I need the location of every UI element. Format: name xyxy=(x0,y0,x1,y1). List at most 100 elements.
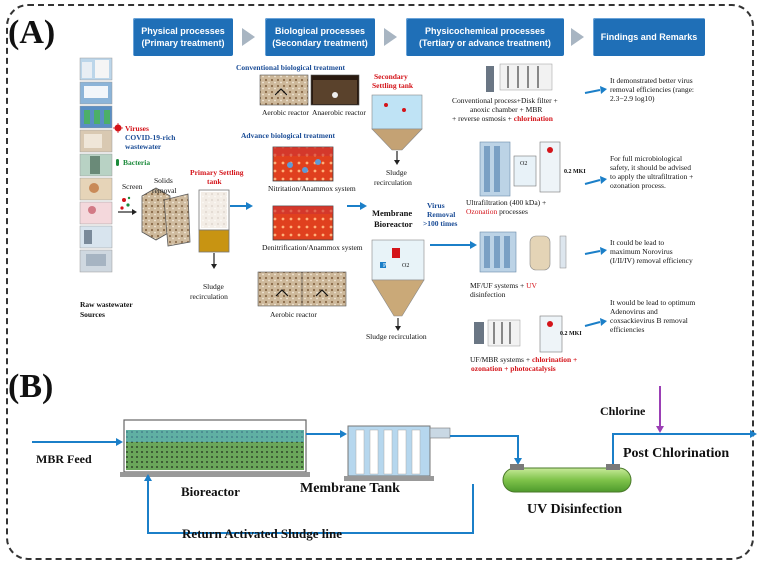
tertiary-3-uv: UV xyxy=(526,281,537,290)
step-physicochemical: Physicochemical processes (Tertiary or a… xyxy=(406,18,564,56)
finding-2-line-2: safety, it should be advised xyxy=(610,163,691,172)
tertiary-2-mki: 0.2 MKI xyxy=(564,169,586,175)
tertiary-2-ozonation: Ozonation xyxy=(466,207,498,216)
post-chlorination-label: Post Chlorination xyxy=(623,446,730,461)
viruses-label: Viruses xyxy=(125,124,149,133)
finding-4-line-3: coxsackievirus B removal xyxy=(610,316,688,325)
solids-label-1: Solids xyxy=(154,176,173,185)
uv-disinfection-unit xyxy=(502,464,632,493)
virus-removal-2: Removal xyxy=(427,210,456,219)
secondary-tank-label-1: Secondary xyxy=(374,72,408,81)
finding-1-line-2: removal efficiencies (range: xyxy=(610,85,694,94)
primary-sludge-label-2: recirculation xyxy=(190,292,228,301)
wastewater-label: wastewater xyxy=(125,142,162,151)
mbr-title-2: Bioreactor xyxy=(374,219,413,229)
mbr-o2-label: O2 xyxy=(402,263,410,269)
tertiary-4-line-1: UF/MBR systems + chlorination + xyxy=(470,355,577,364)
primary-settling-tank xyxy=(198,189,230,253)
panel-b-label: (B) xyxy=(8,368,54,405)
conventional-title: Conventional biological treatment xyxy=(236,63,346,72)
bacteria-label: Bacteria xyxy=(123,158,151,167)
raw-wastewater-photos xyxy=(79,57,113,273)
tertiary-4-line-2: ozonation + photocatalysis xyxy=(471,364,556,373)
tertiary-1-line-2: anoxic chamber + MBR xyxy=(470,105,543,114)
finding-2-line-3: to apply the ultrafiltration + xyxy=(610,172,694,181)
membrane-tank-unit xyxy=(344,425,451,481)
step-physical: Physical processes (Primary treatment) xyxy=(133,18,233,56)
primary-tank-label-2: tank xyxy=(207,177,222,186)
tertiary-1-line-3a: + reverse osmosis + xyxy=(452,114,514,123)
finding-4-line-1: It would be lead to optimum xyxy=(610,298,696,307)
tertiary-2-line-1: Ultrafiltration (400 kDa) + xyxy=(466,198,547,207)
tertiary-2-o2: O2 xyxy=(520,161,528,167)
return-sludge-line xyxy=(147,478,474,534)
covid-label: COVID-19-rich xyxy=(125,133,176,142)
chevron-right-icon xyxy=(571,28,584,46)
mbr-p-label: P xyxy=(383,263,387,269)
bacteria-icon xyxy=(116,159,119,166)
finding-2-line-1: For full microbiological xyxy=(610,154,683,163)
raw-sources-title-1: Raw wastewater xyxy=(80,300,133,309)
membrane-bioreactor xyxy=(371,239,425,317)
advance-title: Advance biological treatment xyxy=(241,131,336,140)
secondary-settling-tank xyxy=(371,94,423,151)
tertiary-2-processes: processes xyxy=(497,207,528,216)
finding-4-line-2: Adenovirus and xyxy=(610,307,658,316)
chevron-right-icon xyxy=(384,28,397,46)
tertiary-4-mki: 0.2 MKI xyxy=(560,331,582,337)
raw-sources-title-2: Sources xyxy=(80,310,105,319)
chlorine-label: Chlorine xyxy=(600,404,646,418)
conventional-reactors xyxy=(259,74,360,106)
finding-1-line-3: 2.3−2.9 log10) xyxy=(610,94,655,103)
virus-removal-3: >100 times xyxy=(423,219,458,228)
tertiary-unit-2 xyxy=(479,141,561,197)
solids-removal-unit xyxy=(163,193,191,247)
primary-sludge-label-1: Sludge xyxy=(203,282,224,291)
return-sludge-label: Return Activated Sludge line xyxy=(182,526,342,541)
solids-label-2: removal xyxy=(152,186,177,195)
chevron-right-icon xyxy=(242,28,255,46)
anaerobic-reactor-label: Anaerobic reactor xyxy=(312,108,366,117)
dashed-frame xyxy=(6,4,754,560)
step-findings: Findings and Remarks xyxy=(593,18,705,56)
denitrification-label: Denitrification/Anammox system xyxy=(262,243,363,252)
tertiary-3-mfuf: MF/UF systems + xyxy=(470,281,527,290)
mbr-sludge-label: Sludge recirculation xyxy=(366,332,427,341)
secondary-tank-label-2: Settling tank xyxy=(372,81,414,90)
secondary-sludge-label-1: Sludge xyxy=(386,168,407,177)
nitritation-label: Nitritation/Anammox system xyxy=(268,184,356,193)
virus-cluster-icon xyxy=(120,196,131,210)
aerobic-reactor-label-1: Aerobic reactor xyxy=(262,108,309,117)
step-physical-line2: (Primary treatment) xyxy=(141,38,225,48)
step-findings-line1: Findings and Remarks xyxy=(600,32,698,42)
aerobic-reactor-label-2: Aerobic reactor xyxy=(270,310,317,319)
step-biological-line1: Biological processes xyxy=(274,26,366,36)
step-biological-line2: (Secondary treatment) xyxy=(272,38,368,48)
tertiary-1-line-1: Conventional process+Disk filter + xyxy=(452,96,558,105)
tertiary-1-line-3: + reverse osmosis + chlorination xyxy=(452,114,553,123)
bioreactor-label: Bioreactor xyxy=(181,484,240,499)
primary-tank-label-1: Primary Settling xyxy=(190,168,244,177)
mbr-feed-label: MBR Feed xyxy=(36,452,92,466)
bioreactor-tank xyxy=(120,419,310,477)
panel-a-label: (A) xyxy=(8,14,56,51)
tertiary-3-line-2: disinfection xyxy=(470,290,506,299)
finding-4-line-4: efficiencies xyxy=(610,325,645,334)
virus-removal-1: Virus xyxy=(427,201,445,210)
finding-1-line-1: It demonstrated better virus xyxy=(610,76,693,85)
step-physicochemical-line2: (Tertiary or advance treatment) xyxy=(419,38,551,48)
finding-3-line-2: maximum Norovirus xyxy=(610,247,673,256)
step-physicochemical-line1: Physicochemical processes xyxy=(424,26,546,36)
tertiary-4-ufmbr: UF/MBR systems + xyxy=(470,355,532,364)
finding-2-line-4: ozonation process. xyxy=(610,181,666,190)
tertiary-unit-4 xyxy=(474,315,563,353)
finding-3-line-1: It could be lead to xyxy=(610,238,665,247)
step-physical-line1: Physical processes xyxy=(141,26,225,36)
mbr-title-1: Membrane xyxy=(372,208,413,218)
uv-disinfection-label: UV Disinfection xyxy=(527,502,623,517)
findings-arrows xyxy=(584,86,607,327)
finding-3-line-3: (I/II/IV) removal efficiency xyxy=(610,256,693,265)
step-biological: Biological processes (Secondary treatmen… xyxy=(265,18,375,56)
tertiary-unit-3 xyxy=(479,231,567,273)
